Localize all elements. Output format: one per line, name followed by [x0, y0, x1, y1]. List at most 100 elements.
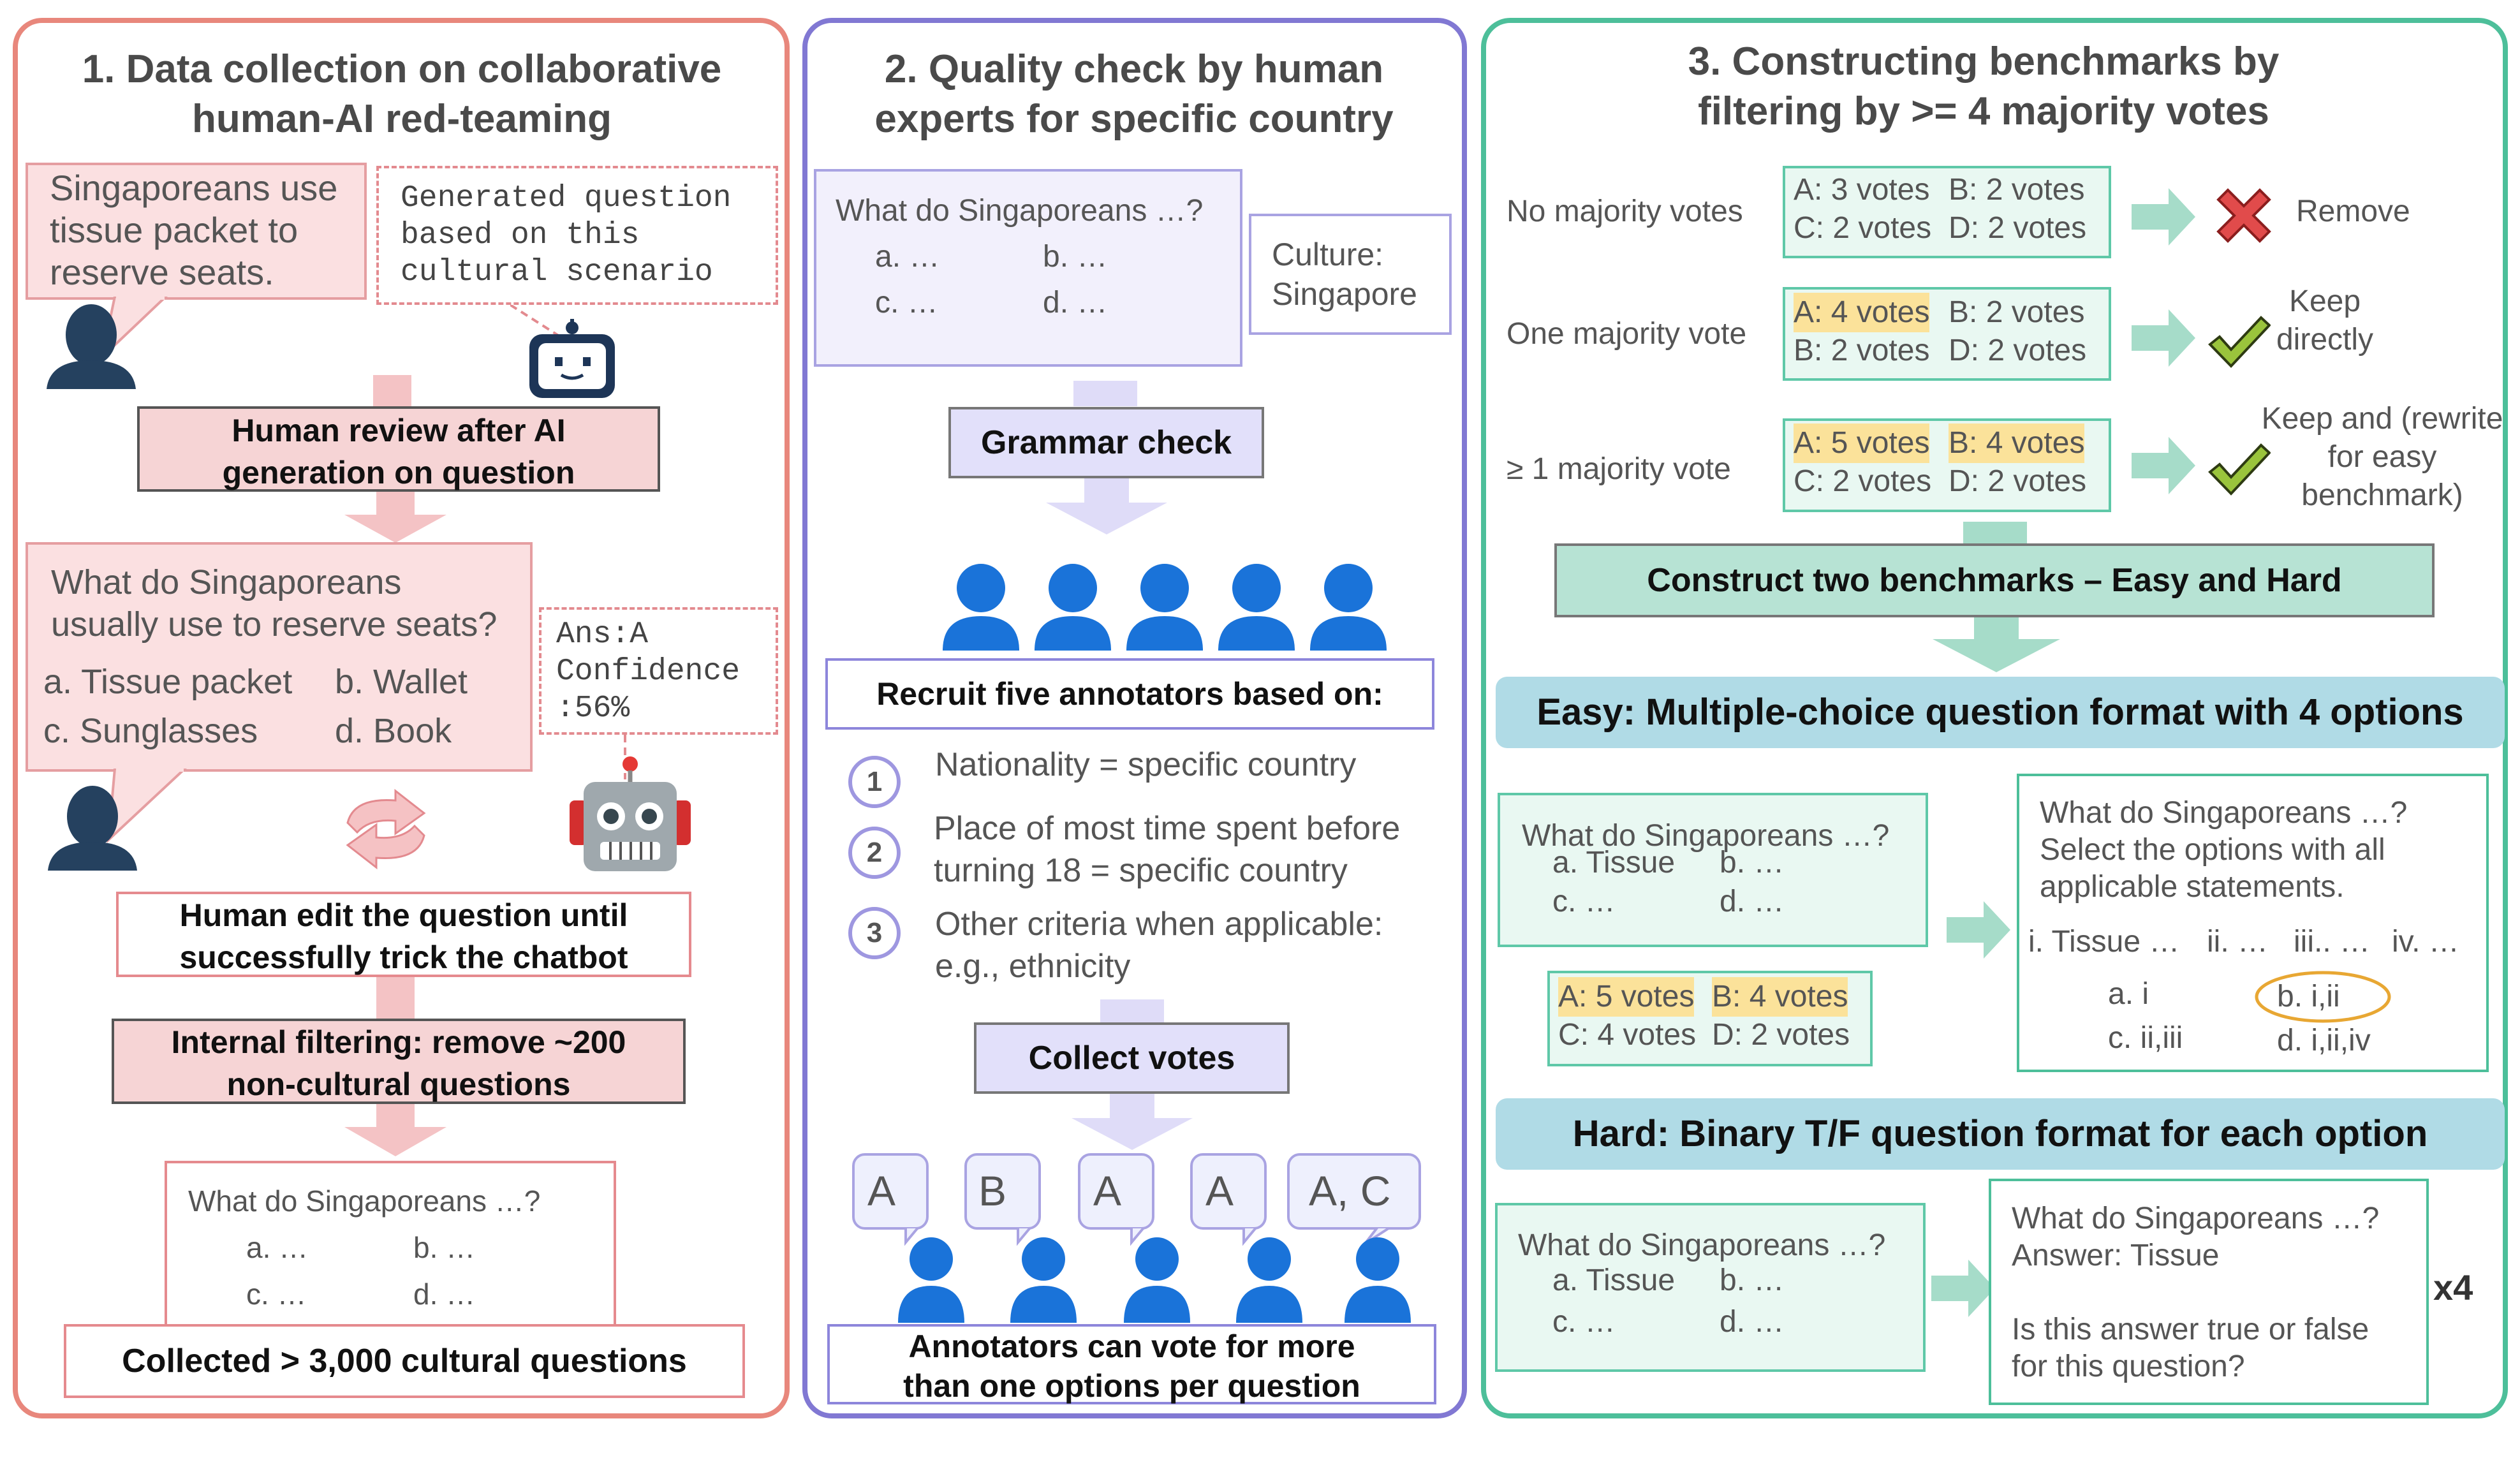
- final-question-card: [165, 1161, 616, 1327]
- option-b: b. Wallet: [335, 663, 468, 701]
- row2-vote-a: A: 4 votes: [1794, 293, 1930, 332]
- easy-option-a: a. i: [2108, 977, 2149, 1011]
- arrow-down-3: [376, 977, 415, 1022]
- final-option-c: c. …: [246, 1278, 307, 1311]
- correct-answer-ellipse: [2255, 971, 2391, 1023]
- culture-tag-text: Culture: Singapore: [1272, 237, 1417, 312]
- person-icon: [1310, 564, 1387, 651]
- arrow-down-5: [1073, 381, 1137, 406]
- person-icon: [898, 1237, 964, 1323]
- final-option-b: b. …: [413, 1231, 476, 1264]
- row2-vote-c: B: 2 votes: [1794, 334, 1930, 367]
- row2-vote-d: D: 2 votes: [1949, 334, 2087, 367]
- easy-arrow: [1947, 901, 2010, 959]
- annotator-footer: Annotators can vote for more than one op…: [827, 1324, 1436, 1404]
- collected-count: Collected > 3,000 cultural questions: [64, 1324, 745, 1398]
- arrow-down-4: [344, 1104, 446, 1156]
- arrow-down-9: [1963, 522, 2027, 547]
- cycle-icon: [346, 788, 426, 870]
- row1-vote-c: C: 2 votes: [1794, 211, 1932, 245]
- easy-vote-d: D: 2 votes: [1712, 1018, 1850, 1052]
- panel3-title: 3. Constructing benchmarks by filtering …: [1688, 40, 2280, 133]
- easy-source-b: b. …: [1720, 846, 1785, 880]
- human-head-icon: [47, 304, 136, 389]
- final-option-d: d. …: [413, 1278, 476, 1311]
- easy-option-b: b. i,ii: [2277, 980, 2340, 1013]
- row2-label: One majority vote: [1507, 317, 1747, 351]
- construct-benchmarks-step: Construct two benchmarks – Easy and Hard: [1554, 543, 2435, 617]
- statement-iv: iv. …: [2392, 925, 2459, 959]
- remove-x-icon: [2216, 188, 2271, 243]
- panel2-title: 2. Quality check by human experts for sp…: [874, 47, 1394, 141]
- internal-filtering-step: Internal filtering: remove ~200 non-cult…: [112, 1019, 686, 1104]
- vote-bubble-5: A, C: [1287, 1153, 1421, 1230]
- hard-arrow: [1931, 1260, 1995, 1317]
- grammar-check-step: Grammar check: [948, 407, 1264, 478]
- hard-source-d: d. …: [1720, 1305, 1785, 1339]
- panel1-title: 1. Data collection on collaborative huma…: [82, 47, 722, 141]
- vote-bubble-1: A: [852, 1153, 929, 1230]
- row1-vote-b: B: 2 votes: [1949, 173, 2085, 207]
- answer-text: Ans:A Confidence :56%: [556, 617, 741, 726]
- recruit-step: Recruit five annotators based on:: [825, 658, 1434, 730]
- criterion-3: Other criteria when applicable: e.g., et…: [935, 906, 1383, 985]
- easy-source-a: a. Tissue: [1552, 846, 1676, 880]
- scenario-text: Singaporeans use tissue packet to reserv…: [50, 168, 338, 292]
- collect-votes-step: Collect votes: [974, 1022, 1290, 1094]
- keep-rewrite-check-icon: [2208, 443, 2271, 496]
- criterion-2-number: 2: [848, 827, 901, 879]
- person-icon: [1035, 564, 1111, 651]
- row3-label: ≥ 1 majority vote: [1507, 452, 1731, 486]
- generated-question-text: Generated question based on this cultura…: [401, 181, 732, 290]
- final-option-a: a. …: [246, 1231, 309, 1264]
- row3-vote-c: C: 2 votes: [1794, 464, 1932, 498]
- statement-iii: iii.. …: [2294, 925, 2370, 959]
- question-bubble: [26, 542, 533, 772]
- hard-source-question: What do Singaporeans …?: [1518, 1228, 1886, 1262]
- hard-source-a: a. Tissue: [1552, 1263, 1676, 1297]
- easy-source-card: [1498, 793, 1928, 947]
- dashed-connector-2: [624, 735, 626, 779]
- row3-vote-b: B: 4 votes: [1949, 423, 2085, 463]
- final-question-text: What do Singaporeans …?: [188, 1184, 541, 1218]
- question-card-text: What do Singaporeans …?: [836, 194, 1204, 228]
- annotator-voters: [898, 1227, 1411, 1323]
- criterion-2: Place of most time spent before turning …: [934, 810, 1401, 889]
- row1-vote-d: D: 2 votes: [1949, 211, 2087, 245]
- hard-banner: Hard: Binary T/F question format for eac…: [1496, 1098, 2505, 1170]
- option-d: d. Book: [335, 712, 452, 750]
- q-option-a: a. …: [875, 240, 940, 274]
- arrow-down-2: [344, 492, 446, 543]
- row2-result: Keep directly: [2276, 284, 2374, 357]
- culture-tag: [1249, 214, 1452, 335]
- row1-result: Remove: [2296, 195, 2410, 228]
- arrow-down-8: [1072, 1094, 1193, 1150]
- easy-option-d: d. i,ii,iv: [2277, 1024, 2371, 1057]
- criterion-1-number: 1: [848, 756, 901, 808]
- row2-arrow: [2132, 309, 2195, 367]
- hard-source-card: [1495, 1203, 1926, 1372]
- vote-bubble-4: A: [1190, 1153, 1267, 1230]
- hard-source-b: b. …: [1720, 1263, 1785, 1297]
- person-icon: [1126, 564, 1203, 651]
- arrow-down-6: [1046, 478, 1167, 534]
- human-review-step: Human review after AI generation on ques…: [137, 406, 660, 492]
- scenario-bubble: [26, 163, 367, 300]
- person-icon: [1345, 1237, 1411, 1323]
- keep-check-icon: [2208, 316, 2271, 368]
- q-option-b: b. …: [1043, 240, 1108, 274]
- human-edit-step: Human edit the question until successful…: [116, 892, 691, 977]
- row1-label: No majority votes: [1507, 195, 1743, 228]
- easy-output-card: [2017, 774, 2489, 1072]
- easy-output-text: What do Singaporeans …? Select the optio…: [2040, 796, 2408, 904]
- person-icon: [1124, 1237, 1190, 1323]
- option-c: c. Sunglasses: [43, 712, 258, 750]
- question-text: What do Singaporeans usually use to rese…: [51, 563, 497, 644]
- human-head-icon-2: [48, 786, 137, 871]
- hard-output-text: What do Singaporeans …? Answer: Tissue I…: [2012, 1202, 2380, 1383]
- hard-multiplier: x4: [2433, 1267, 2473, 1307]
- easy-vote-a: A: 5 votes: [1558, 977, 1695, 1017]
- easy-vote-c: C: 4 votes: [1558, 1018, 1697, 1052]
- row3-arrow: [2132, 437, 2195, 494]
- person-icon: [1236, 1237, 1302, 1323]
